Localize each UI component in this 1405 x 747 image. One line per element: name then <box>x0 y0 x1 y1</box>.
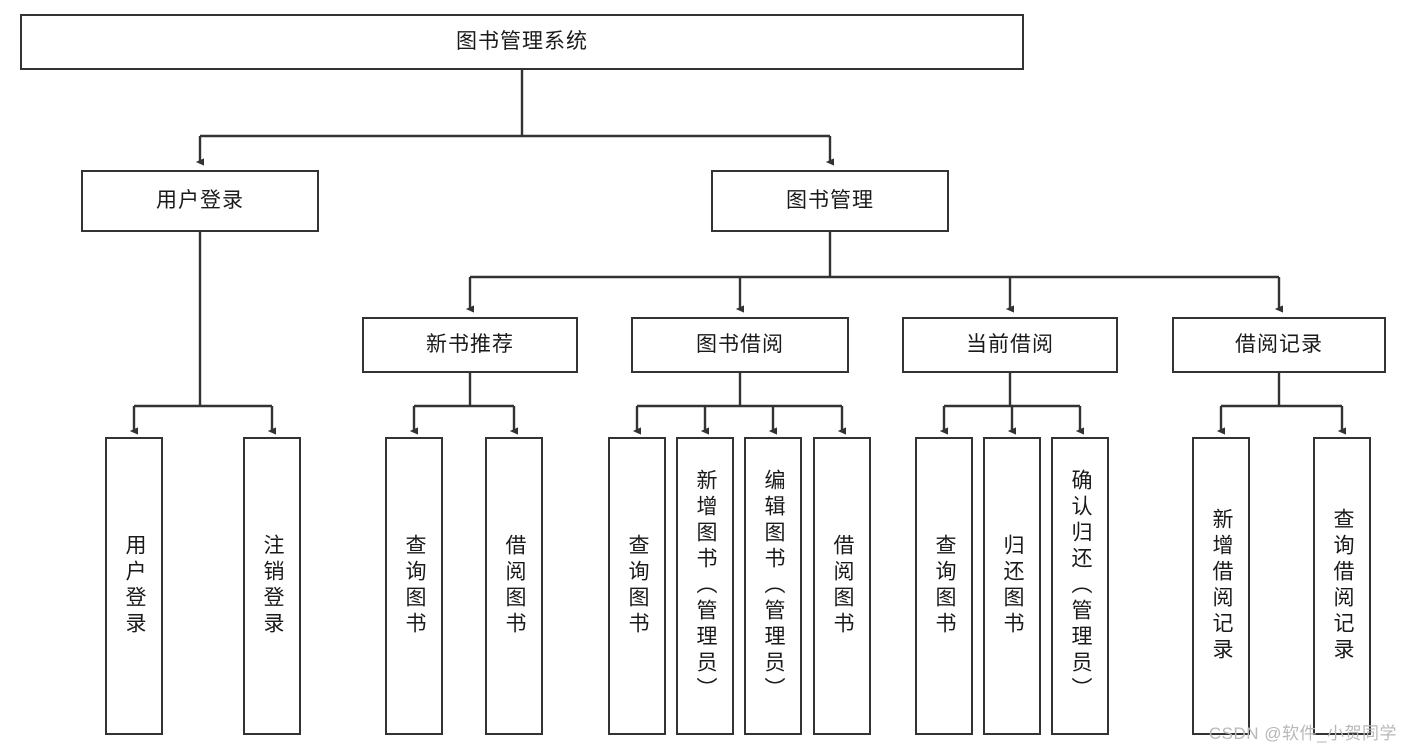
watermark: CSDN @软件_小贺同学 <box>1208 724 1397 743</box>
node-leaf-query-book-3[interactable]: 查询图书 <box>915 437 973 735</box>
node-leaf-query-record-label: 查询借阅记录 <box>1331 508 1355 664</box>
node-current-borrow-label: 当前借阅 <box>966 333 1054 357</box>
node-borrow-record-label: 借阅记录 <box>1235 333 1323 357</box>
node-leaf-logout[interactable]: 注销登录 <box>243 437 301 735</box>
node-user-login-label: 用户登录 <box>156 189 244 213</box>
node-leaf-edit-book[interactable]: 编辑图书（管理员） <box>744 437 802 735</box>
node-leaf-borrow-book-2-label: 借阅图书 <box>831 534 855 638</box>
node-leaf-edit-book-label: 编辑图书（管理员） <box>762 469 786 703</box>
node-leaf-query-book-2[interactable]: 查询图书 <box>608 437 666 735</box>
node-root-label: 图书管理系统 <box>456 30 588 54</box>
node-leaf-return-book-label: 归还图书 <box>1001 534 1025 638</box>
node-root[interactable]: 图书管理系统 <box>20 14 1024 70</box>
node-leaf-add-book-label: 新增图书（管理员） <box>694 469 718 703</box>
node-current-borrow[interactable]: 当前借阅 <box>902 317 1118 373</box>
node-leaf-user-login[interactable]: 用户登录 <box>105 437 163 735</box>
node-leaf-borrow-book-1-label: 借阅图书 <box>503 534 527 638</box>
node-book-manage[interactable]: 图书管理 <box>711 170 949 232</box>
node-book-borrow[interactable]: 图书借阅 <box>631 317 849 373</box>
node-leaf-confirm-return-label: 确认归还（管理员） <box>1069 469 1093 703</box>
node-leaf-borrow-book-2[interactable]: 借阅图书 <box>813 437 871 735</box>
node-leaf-confirm-return[interactable]: 确认归还（管理员） <box>1051 437 1109 735</box>
node-leaf-query-record[interactable]: 查询借阅记录 <box>1313 437 1371 735</box>
node-user-login[interactable]: 用户登录 <box>81 170 319 232</box>
node-leaf-add-record-label: 新增借阅记录 <box>1210 508 1234 664</box>
node-book-borrow-label: 图书借阅 <box>696 333 784 357</box>
node-leaf-logout-label: 注销登录 <box>261 534 285 638</box>
node-leaf-return-book[interactable]: 归还图书 <box>983 437 1041 735</box>
node-leaf-query-book-3-label: 查询图书 <box>933 534 957 638</box>
node-leaf-query-book-1[interactable]: 查询图书 <box>385 437 443 735</box>
node-leaf-query-book-1-label: 查询图书 <box>403 534 427 638</box>
node-book-manage-label: 图书管理 <box>786 189 874 213</box>
node-leaf-user-login-label: 用户登录 <box>123 534 147 638</box>
node-leaf-borrow-book-1[interactable]: 借阅图书 <box>485 437 543 735</box>
node-borrow-record[interactable]: 借阅记录 <box>1172 317 1386 373</box>
node-new-book-rec[interactable]: 新书推荐 <box>362 317 578 373</box>
node-leaf-add-record[interactable]: 新增借阅记录 <box>1192 437 1250 735</box>
node-new-book-rec-label: 新书推荐 <box>426 333 514 357</box>
node-leaf-add-book[interactable]: 新增图书（管理员） <box>676 437 734 735</box>
node-leaf-query-book-2-label: 查询图书 <box>626 534 650 638</box>
